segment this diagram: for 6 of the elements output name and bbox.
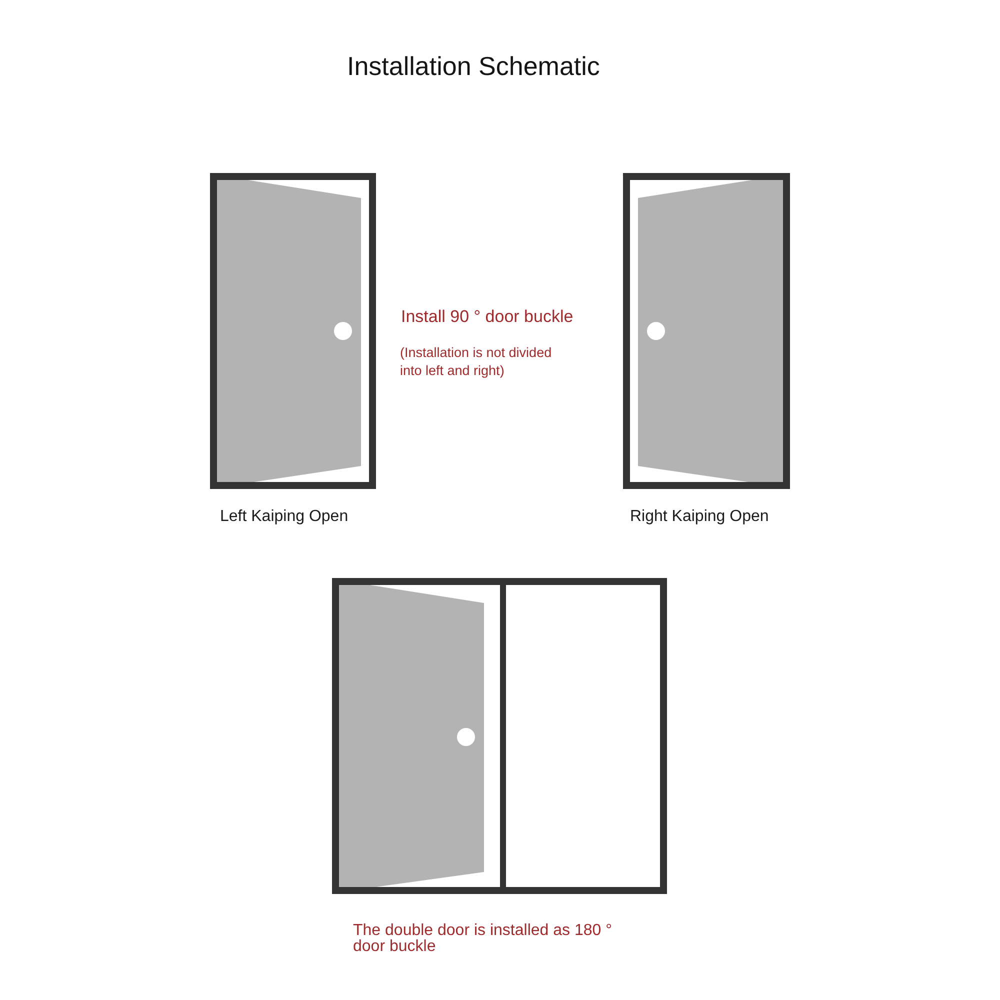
note-text: The double door is installed as 180 ° door buckle xyxy=(353,923,614,955)
title: Installation Schematic xyxy=(347,50,600,82)
door-caption: Left Kaiping Open xyxy=(220,507,348,526)
note-text: (Installation is not divided into left and right) xyxy=(400,344,553,380)
note-text: Install 90 ° door buckle xyxy=(401,307,574,328)
door-caption: Right Kaiping Open xyxy=(630,507,769,526)
